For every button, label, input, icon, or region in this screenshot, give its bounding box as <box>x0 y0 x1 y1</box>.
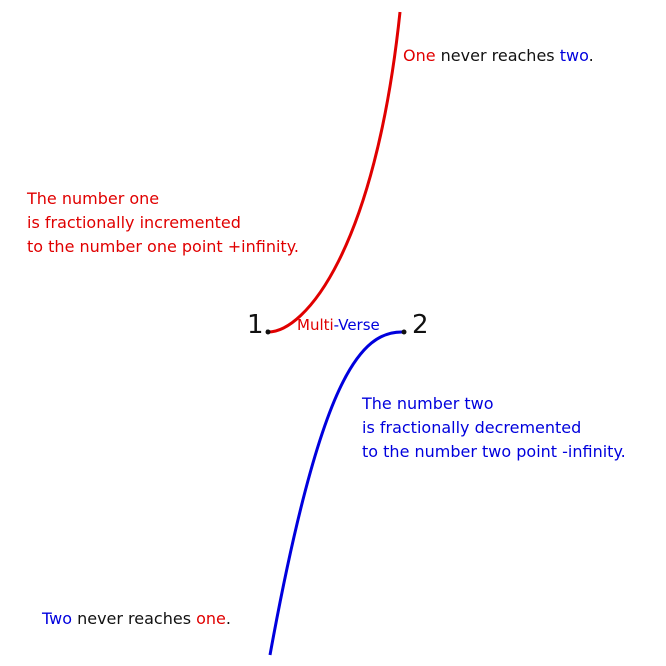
caption-text: never reaches <box>72 609 197 628</box>
word-one: One <box>403 46 436 65</box>
multi-text: Multi <box>297 316 334 334</box>
caption-period: . <box>588 46 594 65</box>
word-one: one <box>196 609 226 628</box>
point-one <box>265 329 271 335</box>
desc-line: is fractionally incremented <box>27 213 241 232</box>
desc-line: The number one <box>27 189 160 208</box>
top-caption: One never reaches two. <box>403 44 594 68</box>
caption-text: never reaches <box>435 46 560 65</box>
word-two: Two <box>42 609 72 628</box>
red-curve-one <box>267 11 402 334</box>
label-two: 2 <box>412 310 429 340</box>
bottom-caption: Two never reaches one. <box>42 607 231 631</box>
center-label: Multi-Verse <box>297 313 380 337</box>
verse-text: Verse <box>338 316 380 334</box>
desc-line: to the number one point +infinity. <box>27 237 299 256</box>
point-two <box>401 329 407 335</box>
blue-curve-two <box>268 330 405 656</box>
desc-line: to the number two point -infinity. <box>362 442 626 461</box>
hyphen: - <box>333 316 339 334</box>
desc-line: is fractionally decremented <box>362 418 582 437</box>
word-two: two <box>559 46 589 65</box>
caption-period: . <box>225 609 231 628</box>
label-one: 1. <box>247 310 272 340</box>
one-description: The number one is fractionally increment… <box>27 187 299 259</box>
desc-line: The number two <box>362 394 494 413</box>
two-description: The number two is fractionally decrement… <box>362 392 626 464</box>
